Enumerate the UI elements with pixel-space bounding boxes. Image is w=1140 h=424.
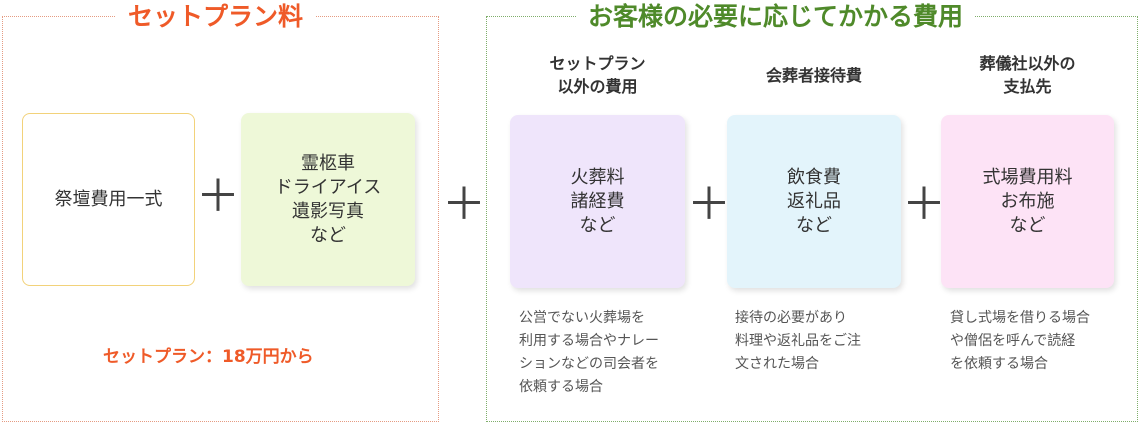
plus-icon: ＋ <box>196 171 240 222</box>
other-payees-box: 式場費用料 お布施 など <box>941 115 1114 288</box>
column-heading-other-costs: セットプラン 以外の費用 <box>549 54 646 96</box>
optional-costs-title: お客様の必要に応じてかかる費用 <box>576 0 976 34</box>
reception-costs-label: 飲食費 返礼品 など <box>787 166 841 236</box>
column-heading-other-payees: 葬儀社以外の 支払先 <box>979 54 1076 96</box>
plus-icon: ＋ <box>902 179 946 230</box>
altar-cost-label: 祭壇費用一式 <box>54 188 163 210</box>
reception-costs-note: 接待の必要があり 料理や返礼品をご注 文された場合 <box>735 310 861 372</box>
other-costs-note: 公営でない火葬場を 利用する場合やナレー ションなどの司会者を 依頼する場合 <box>519 310 659 395</box>
other-payees-label: 式場費用料 お布施 など <box>982 166 1073 236</box>
reception-costs-box: 飲食費 返礼品 など <box>727 115 901 288</box>
other-costs-label: 火葬料 諸経費 など <box>570 166 625 236</box>
hearse-etc-label: 霊柩車 ドライアイス 遺影写真 など <box>274 152 382 246</box>
hearse-etc-box: 霊柩車 ドライアイス 遺影写真 など <box>241 113 415 286</box>
other-payees-note: 貸し式場を借りる場合 や僧侶を呼んで読経 を依頼する場合 <box>950 310 1090 372</box>
plus-icon: ＋ <box>442 179 486 230</box>
set-plan-title: セットプラン料 <box>116 0 316 34</box>
column-heading-reception-costs: 会葬者接待費 <box>765 66 862 85</box>
plus-icon: ＋ <box>687 179 731 230</box>
altar-cost-box: 祭壇費用一式 <box>22 113 195 286</box>
other-costs-box: 火葬料 諸経費 など <box>510 115 685 288</box>
set-plan-price: セットプラン：18万円から <box>103 347 314 367</box>
